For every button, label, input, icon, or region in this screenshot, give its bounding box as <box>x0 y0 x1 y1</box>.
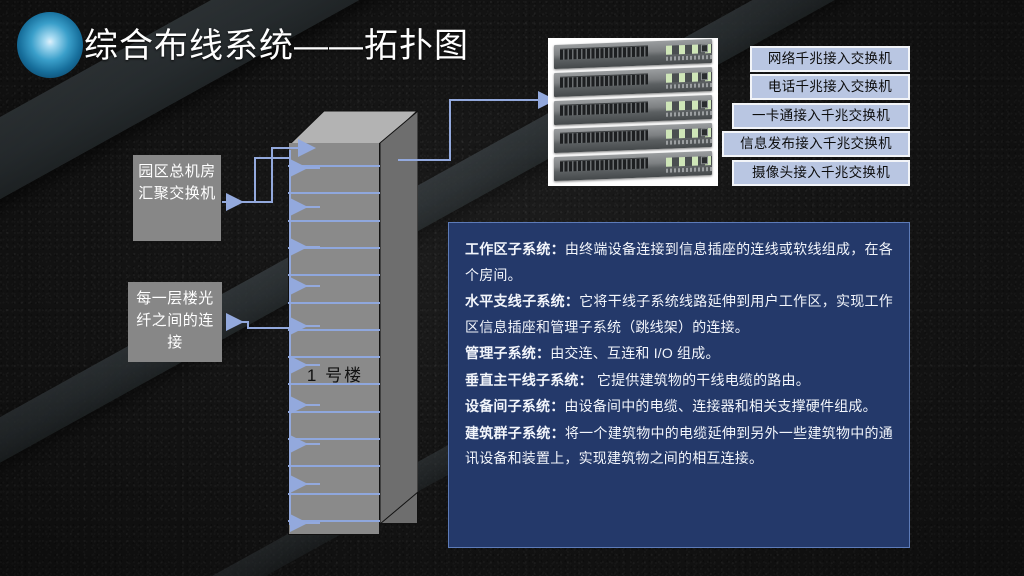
building-floor-line <box>288 356 380 359</box>
subsystem-description-item: 垂直主干线子系统： 它提供建筑物的干线电缆的路由。 <box>465 368 893 394</box>
subsystem-definition: 它提供建筑物的干线电缆的路由。 <box>592 371 810 388</box>
network-switch-icon <box>554 150 712 182</box>
building-floor-line <box>288 274 380 277</box>
network-switch-icon <box>554 94 712 126</box>
building-floor-line <box>288 301 380 304</box>
network-switch-icon <box>554 38 712 70</box>
switch-label: 信息发布接入千兆交换机 <box>722 131 910 157</box>
subsystem-definition: 由终端设备连接到信息插座的连线或软线组成，在各个房间。 <box>465 241 893 283</box>
slide-header: 综合布线系统——拓扑图 <box>0 0 1024 80</box>
subsystem-term: 垂直主干线子系统： <box>465 371 593 388</box>
subsystem-description-item: 建筑群子系统：将一个建筑物中的电缆延伸到另外一些建筑物中的通讯设备和装置上，实现… <box>465 421 893 472</box>
building-floor-line <box>288 165 380 167</box>
subsystem-definition: 由设备间中的电缆、连接器和相关支撑硬件组成。 <box>564 398 877 414</box>
blue-sphere-bullet-icon <box>17 12 83 78</box>
switch-label: 网络千兆接入交换机 <box>750 46 910 72</box>
subsystem-term: 建筑群子系统： <box>465 424 565 441</box>
building-floor-line <box>288 492 380 495</box>
subsystem-definition: 它将干线子系统线路延伸到用户工作区，实现工作区信息插座和管理子系统（跳线架）的连… <box>465 293 893 335</box>
subsystem-description-item: 水平支线子系统：它将干线子系统线路延伸到用户工作区，实现工作区信息插座和管理子系… <box>465 289 893 340</box>
network-switch-icon <box>554 122 712 154</box>
subsystem-description-item: 设备间子系统：由设备间中的电缆、连接器和相关支撑硬件组成。 <box>465 394 893 420</box>
page-title: 综合布线系统——拓扑图 <box>84 27 469 65</box>
building-floor-line <box>288 192 380 195</box>
callout-core-switch: 园区总机房汇聚交换机 <box>133 155 221 241</box>
switch-label: 电话千兆接入交换机 <box>750 74 910 100</box>
building-floor-line <box>288 383 380 386</box>
building-floor-line <box>288 219 380 222</box>
building-floor-line <box>288 328 380 331</box>
switch-label: 摄像头接入千兆交换机 <box>732 160 910 186</box>
building-label: 1 号楼 <box>306 366 364 385</box>
callout-floor-fiber: 每一层楼光纤之间的连接 <box>128 282 222 362</box>
network-switch-stack-image <box>548 38 718 186</box>
subsystem-term: 管理子系统： <box>465 345 551 361</box>
subsystem-term: 水平支线子系统： <box>465 293 580 309</box>
subsystem-term: 设备间子系统： <box>465 398 565 414</box>
subsystem-term: 工作区子系统： <box>465 241 565 257</box>
building-floor-line <box>288 520 380 522</box>
subsystem-definition: 由交连、互连和 I/O 组成。 <box>550 345 720 361</box>
subsystem-description-item: 管理子系统：由交连、互连和 I/O 组成。 <box>465 341 893 367</box>
building-diagram: 1 号楼 <box>286 110 419 535</box>
subsystem-definition: 将一个建筑物中的电缆延伸到另外一些建筑物中的通讯设备和装置上，实现建筑物之间的相… <box>465 424 893 467</box>
building-side-edge <box>379 110 418 526</box>
subsystem-description-panel: 工作区子系统：由终端设备连接到信息插座的连线或软线组成，在各个房间。水平支线子系… <box>448 222 910 548</box>
building-floor-line <box>288 410 380 413</box>
network-switch-icon <box>554 66 712 98</box>
switch-label: 一卡通接入千兆交换机 <box>732 103 910 129</box>
building-floor-line <box>288 246 380 249</box>
building-floor-line <box>288 438 380 441</box>
subsystem-description-item: 工作区子系统：由终端设备连接到信息插座的连线或软线组成，在各个房间。 <box>465 237 893 288</box>
building-floor-line <box>288 465 380 468</box>
